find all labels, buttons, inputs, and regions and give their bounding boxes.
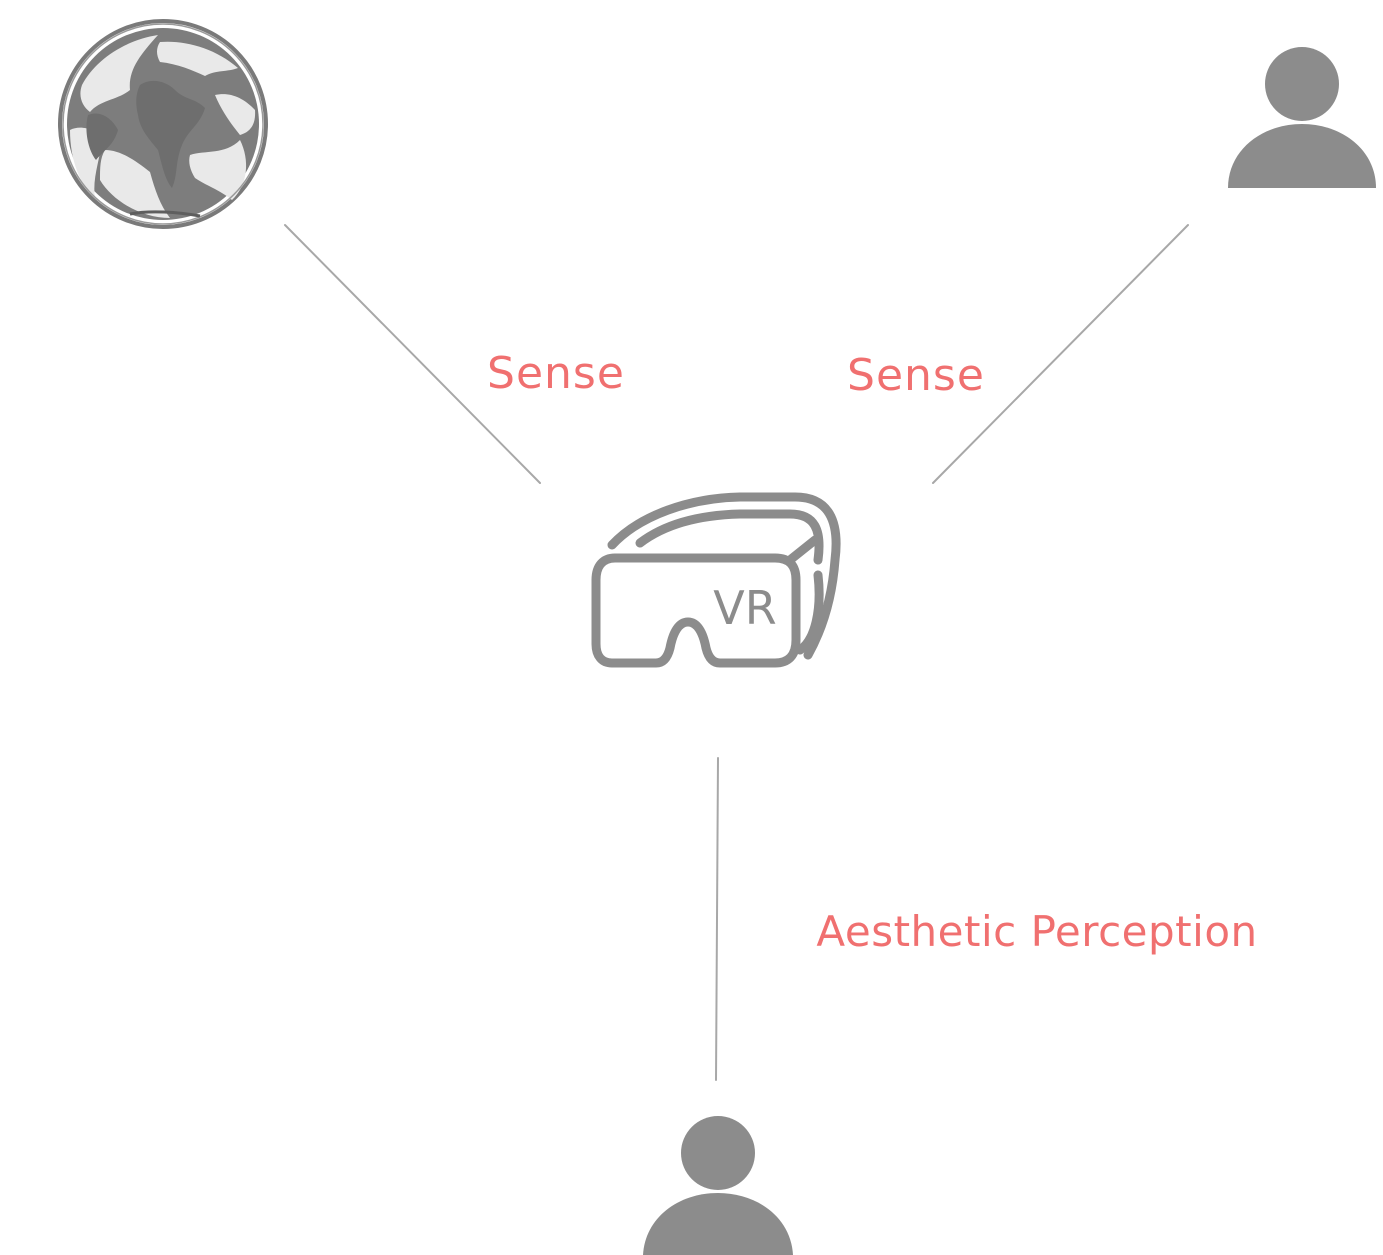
connector-world-vr — [284, 224, 541, 484]
edge-label-aesthetic-perception: Aesthetic Perception — [816, 907, 1257, 956]
connector-person-vr — [932, 224, 1189, 484]
edge-label-world-sense: Sense — [487, 348, 625, 399]
person-icon — [643, 1116, 793, 1255]
vr-badge-text: VR — [713, 581, 776, 635]
edge-label-person-sense: Sense — [847, 350, 985, 401]
globe-icon — [58, 19, 268, 229]
vr-headset-icon — [591, 492, 841, 668]
connector-vr-person-bottom — [715, 757, 719, 1081]
person-icon — [1228, 47, 1376, 188]
